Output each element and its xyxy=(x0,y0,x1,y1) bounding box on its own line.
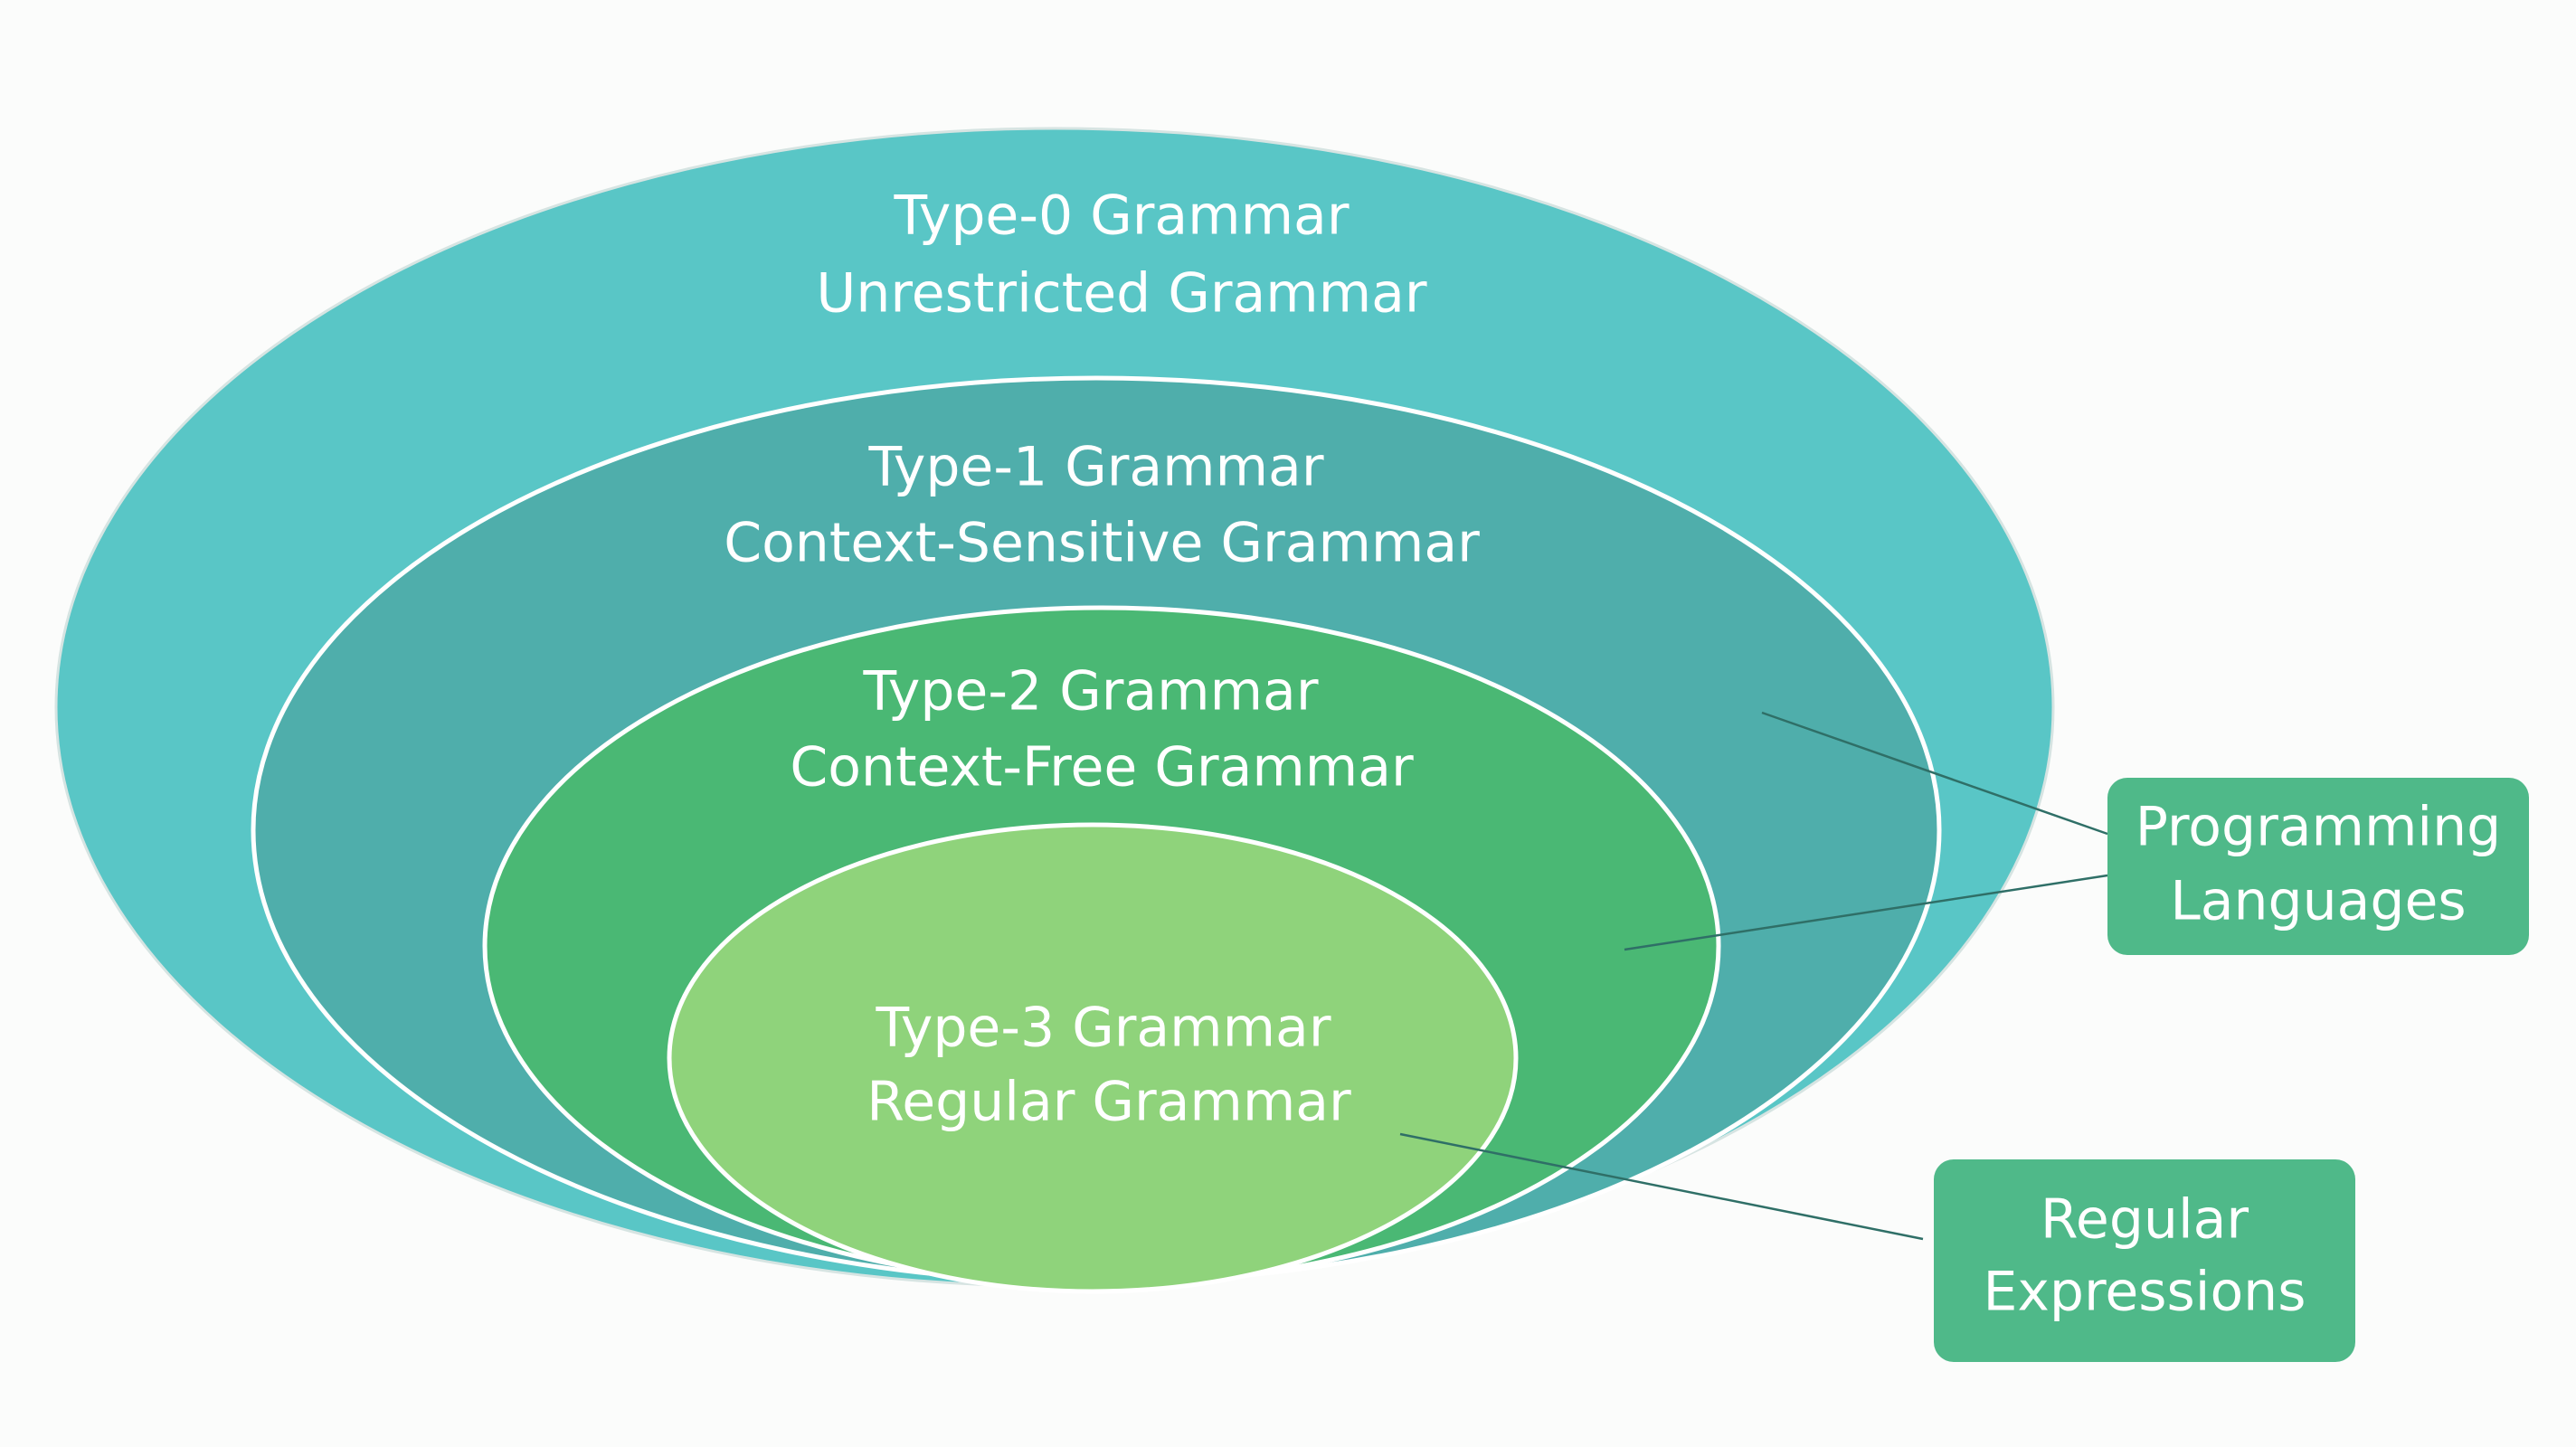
type3-ellipse xyxy=(667,822,1519,1294)
type1-subtitle: Context-Sensitive Grammar xyxy=(724,512,1480,575)
programming-languages-line1: Programming xyxy=(2136,796,2501,859)
type0-subtitle: Unrestricted Grammar xyxy=(816,262,1427,326)
regular-expressions-line1: Regular xyxy=(2041,1188,2249,1252)
programming-languages-box xyxy=(2107,778,2529,955)
regular-expressions-line2: Expressions xyxy=(1984,1261,2306,1324)
type3-subtitle: Regular Grammar xyxy=(867,1071,1351,1134)
programming-languages-line2: Languages xyxy=(2170,870,2466,933)
type2-title: Type-2 Grammar xyxy=(863,660,1319,724)
type0-title: Type-0 Grammar xyxy=(894,184,1350,248)
type3-title: Type-3 Grammar xyxy=(876,997,1331,1060)
type1-title: Type-1 Grammar xyxy=(868,436,1324,499)
connector-type3-to-regex xyxy=(1399,1132,1924,1241)
type2-subtitle: Context-Free Grammar xyxy=(790,736,1414,799)
connector-type1-to-programming xyxy=(1761,711,2108,836)
connector-type2-to-programming xyxy=(1624,874,2108,951)
regular-expressions-box xyxy=(1934,1159,2355,1362)
